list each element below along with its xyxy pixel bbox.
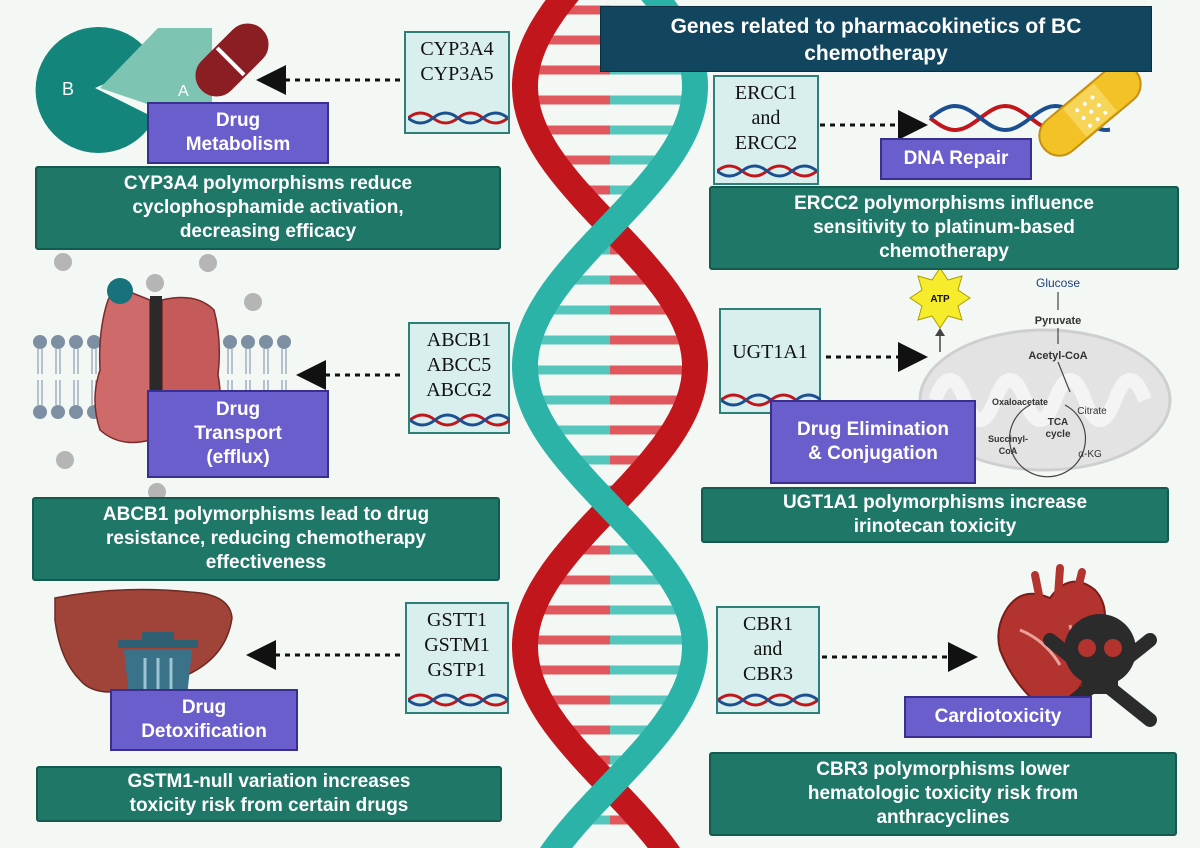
dna-strand-icon <box>410 413 510 427</box>
category-label: Cardiotoxicity <box>934 706 1062 727</box>
description-line: ERCC2 polymorphisms influence <box>794 193 1094 214</box>
category-label: Drug Elimination <box>797 419 949 440</box>
category-label: Drug <box>215 399 261 420</box>
gene-box-elimination: UGT1A1 <box>719 308 821 414</box>
description-line: ABCB1 polymorphisms lead to drug <box>102 504 430 525</box>
description-line: effectiveness <box>205 552 327 573</box>
tca-label-line1: TCA <box>1048 417 1069 428</box>
description-line: cyclophosphamide activation, <box>132 197 404 218</box>
description-cardio: CBR3 polymorphisms lower hematologic tox… <box>709 752 1177 836</box>
category-label: Drug <box>215 110 261 131</box>
description-line: UGT1A1 polymorphisms increase <box>782 492 1088 513</box>
lipid-bilayer-icon <box>33 335 291 419</box>
gene-box-metabolism: CYP3A4 CYP3A5 <box>404 31 510 134</box>
category-label: Metabolism <box>185 134 291 155</box>
gene-connector: and <box>751 107 781 129</box>
citrate-label: Citrate <box>1077 406 1107 417</box>
description-elimination: UGT1A1 polymorphisms increase irinotecan… <box>701 487 1169 543</box>
description-metabolism: CYP3A4 polymorphisms reduce cyclophospha… <box>35 166 501 250</box>
bandage-icon <box>1038 63 1142 157</box>
dna-strand-icon <box>718 693 818 707</box>
page-title: Genes related to pharmacokinetics of BC … <box>600 6 1152 72</box>
dna-strand-icon <box>717 164 817 178</box>
gene-name: GSTT1 <box>427 609 487 631</box>
description-line: sensitivity to platinum-based <box>813 217 1075 238</box>
category-drug-transport: Drug Transport (efflux) <box>147 390 329 478</box>
gene-name: ERCC2 <box>734 132 798 154</box>
category-label: (efflux) <box>206 447 270 468</box>
gene-name: ABCC5 <box>426 354 492 376</box>
description-repair: ERCC2 polymorphisms influence sensitivit… <box>709 186 1179 270</box>
description-line: toxicity risk from certain drugs <box>129 795 409 816</box>
category-drug-metabolism: Drug Metabolism <box>147 102 329 164</box>
gene-box-transport: ABCB1 ABCC5 ABCG2 <box>408 322 510 434</box>
enzyme-label-a: A <box>178 83 189 100</box>
pyruvate-label: Pyruvate <box>1035 315 1081 327</box>
succinyl-label-line2: CoA <box>999 446 1018 456</box>
acetyl-coa-label: Acetyl-CoA <box>1028 350 1087 362</box>
oxaloacetate-label: Oxaloacetate <box>992 397 1048 407</box>
tca-pathway-diagram <box>1008 292 1087 478</box>
dotted-arrows <box>246 65 978 672</box>
atp-label: ATP <box>930 294 950 305</box>
gene-box-repair: ERCC1 and ERCC2 <box>713 75 819 185</box>
dna-helix-icon <box>512 0 708 848</box>
akg-label: α-KG <box>1078 449 1102 460</box>
description-line: decreasing efficacy <box>179 221 357 242</box>
gene-name: CBR1 <box>742 613 794 635</box>
gene-box-cardio: CBR1 and CBR3 <box>716 606 820 714</box>
tca-label-line2: cycle <box>1045 429 1070 440</box>
category-cardiotoxicity: Cardiotoxicity <box>904 696 1092 738</box>
gene-name: CYP3A5 <box>420 63 494 85</box>
gene-name: CBR3 <box>742 663 794 685</box>
category-label: Drug <box>181 697 227 718</box>
succinyl-label-line1: Succinyl- <box>988 434 1028 444</box>
description-line: resistance, reducing chemotherapy <box>106 528 426 549</box>
category-label: Detoxification <box>141 721 267 742</box>
glucose-label: Glucose <box>1036 276 1080 290</box>
enzyme-icon: B A <box>35 23 269 154</box>
description-line: irinotecan toxicity <box>853 516 1017 537</box>
gene-name: ERCC1 <box>734 82 798 104</box>
gene-name: ABCG2 <box>426 379 492 401</box>
gene-name: CYP3A4 <box>420 38 494 60</box>
category-drug-elimination: Drug Elimination & Conjugation <box>770 400 976 484</box>
dna-strand-icon <box>408 693 508 707</box>
gene-name: UGT1A1 <box>732 341 808 363</box>
enzyme-label-b: B <box>62 79 74 99</box>
description-line: GSTM1-null variation increases <box>127 771 411 792</box>
description-line: hematologic toxicity risk from <box>807 783 1079 804</box>
description-line: anthracyclines <box>876 807 1010 828</box>
category-label: Transport <box>194 423 282 444</box>
dna-repair-icon <box>928 63 1142 157</box>
category-label: & Conjugation <box>808 443 938 464</box>
description-line: CYP3A4 polymorphisms reduce <box>123 173 413 194</box>
description-detox: GSTM1-null variation increases toxicity … <box>36 766 502 822</box>
gene-box-detox: GSTT1 GSTM1 GSTP1 <box>405 602 509 714</box>
gene-name: GSTM1 <box>424 634 490 656</box>
category-dna-repair: DNA Repair <box>880 138 1032 180</box>
gene-name: ABCB1 <box>426 329 492 351</box>
category-label: DNA Repair <box>903 148 1009 169</box>
heart-skull-icon <box>997 564 1157 727</box>
description-transport: ABCB1 polymorphisms lead to drug resista… <box>32 497 500 581</box>
dna-strand-icon <box>408 111 508 125</box>
description-line: chemotherapy <box>879 241 1009 262</box>
category-drug-detox: Drug Detoxification <box>110 689 298 751</box>
gene-name: GSTP1 <box>427 659 487 681</box>
atp-starburst-icon <box>909 267 971 352</box>
gene-connector: and <box>753 638 783 660</box>
description-line: CBR3 polymorphisms lower <box>816 759 1070 780</box>
